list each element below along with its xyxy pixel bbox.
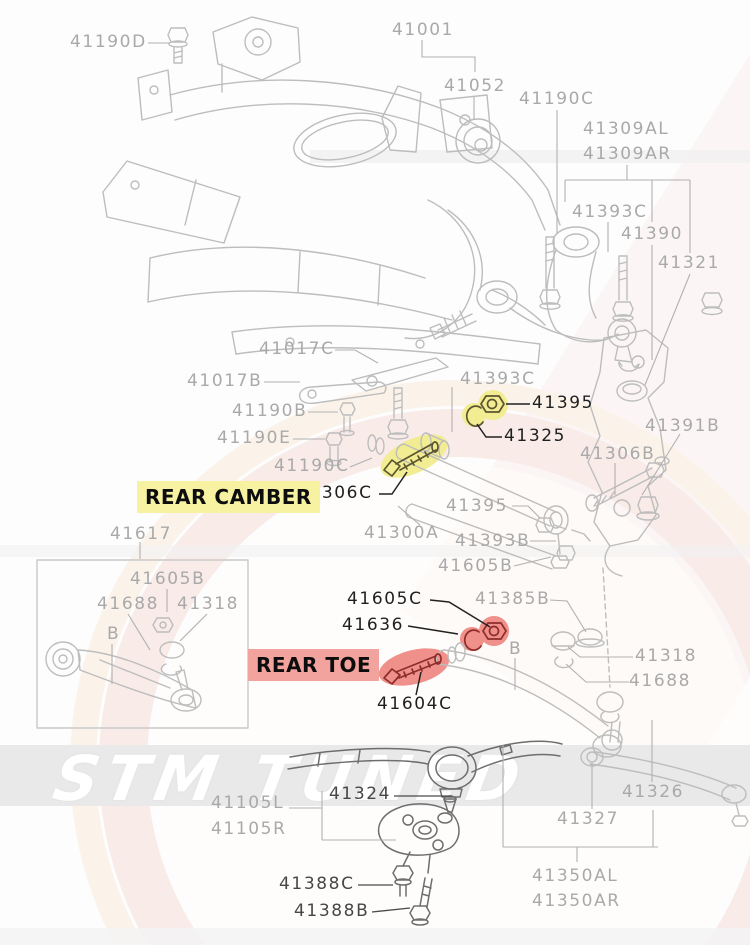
rear-camber-highlight-label: REAR CAMBER: [137, 481, 320, 513]
part-label-41324-42: 41324: [329, 784, 392, 804]
part-label-41604c-41: 41604C: [377, 694, 453, 714]
part-label-41388c-43: 41388C: [279, 874, 355, 894]
part-label-41617-22: 41617: [110, 524, 173, 544]
part-label-41393b-19: 41393B: [455, 531, 531, 551]
part-label-41636-40: 41636: [342, 615, 405, 635]
part-label-41393c-6: 41393C: [572, 202, 648, 222]
part-label-41390-7: 41390: [621, 224, 684, 244]
part-label-41190e-12: 41190E: [217, 428, 292, 448]
part-label-41327-31: 41327: [557, 809, 620, 829]
part-label-41309ar-5: 41309AR: [583, 144, 672, 164]
camber-washer-41325: [465, 405, 484, 427]
part-label-41350al-34: 41350AL: [532, 866, 619, 886]
part-label-41688-24: 41688: [97, 594, 160, 614]
part-label-41393c-14: 41393C: [460, 369, 536, 389]
part-label-41688-29: 41688: [629, 671, 692, 691]
part-label-41190d-0: 41190D: [70, 32, 147, 52]
part-label-41306b-16: 41306B: [580, 444, 656, 464]
part-label-b-26: B: [107, 624, 121, 644]
part-label-41318-28: 41318: [635, 646, 698, 666]
part-label-41318-25: 41318: [177, 594, 240, 614]
part-label-41052-2: 41052: [444, 76, 507, 96]
part-label-41190b-11: 41190B: [232, 401, 308, 421]
part-label-41190c-3: 41190C: [519, 89, 595, 109]
part-label-41605b-23: 41605B: [130, 569, 206, 589]
part-label-41388b-44: 41388B: [294, 901, 370, 921]
part-label-41300a-17: 41300A: [364, 523, 440, 543]
part-label-41395-18: 41395: [446, 496, 509, 516]
part-label-41605c-39: 41605C: [347, 589, 423, 609]
part-label-b-27: B: [509, 639, 523, 659]
background-band: [0, 545, 750, 557]
part-label-41326-30: 41326: [622, 782, 685, 802]
part-label-41321-8: 41321: [658, 253, 721, 273]
part-label-41105r-33: 41105R: [211, 819, 287, 839]
part-label-41001-1: 41001: [392, 20, 455, 40]
part-label-41350ar-35: 41350AR: [532, 891, 621, 911]
part-label-41105l-32: 41105L: [211, 793, 285, 813]
part-label-41395-36: 41395: [532, 393, 595, 413]
camber-bolt-41306C-drawing: [383, 441, 439, 477]
toe-washer-41636: [463, 629, 482, 651]
part-label-41017b-10: 41017B: [187, 371, 263, 391]
toe-bolt-41604C-drawing: [383, 653, 442, 685]
part-label-41605b-20: 41605B: [438, 556, 514, 576]
part-label-41391b-15: 41391B: [645, 416, 721, 436]
part-label-41325-37: 41325: [504, 426, 567, 446]
background-band: [310, 150, 750, 163]
background-band: [0, 928, 750, 945]
toe-nut-41605C-drawing: [463, 622, 507, 651]
part-label-41190c-13: 41190C: [274, 456, 350, 476]
camber-highlight-blob: [380, 390, 508, 478]
rear-toe-highlight-label: REAR TOE: [248, 649, 380, 681]
part-label-41309al-4: 41309AL: [583, 119, 670, 139]
part-label-41385b-21: 41385B: [475, 589, 551, 609]
camber-nut-41395-drawing: [465, 395, 505, 427]
part-label-41017c-9: 41017C: [259, 339, 335, 359]
